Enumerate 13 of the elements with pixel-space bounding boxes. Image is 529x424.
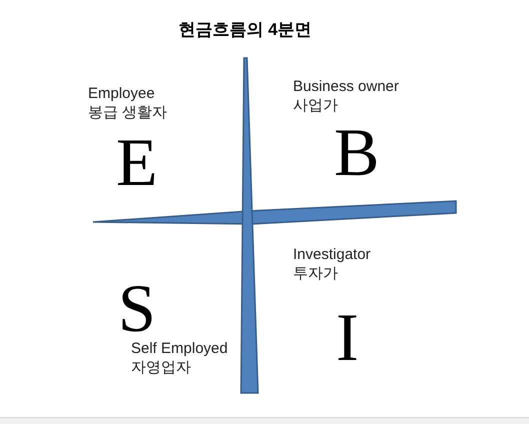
quadrant-letter: S (118, 274, 156, 342)
quadrant-letter: B (334, 118, 380, 186)
quadrant-label: Self Employed (131, 339, 228, 359)
quadrant-label: 자영업자 (131, 358, 191, 378)
quadrant-letter: I (336, 303, 359, 371)
quadrant-letter: E (116, 128, 158, 196)
quadrant-label: Employee (88, 84, 155, 104)
quadrant-label: Investigator (293, 245, 371, 265)
quadrant-label: 봉급 생활자 (88, 103, 168, 123)
quadrant-label: 사업가 (293, 96, 338, 116)
diagram-title: 현금흐름의 4분면 (177, 19, 313, 41)
quadrant-label: 투자가 (293, 264, 338, 284)
quadrant-label: Business owner (293, 77, 399, 97)
